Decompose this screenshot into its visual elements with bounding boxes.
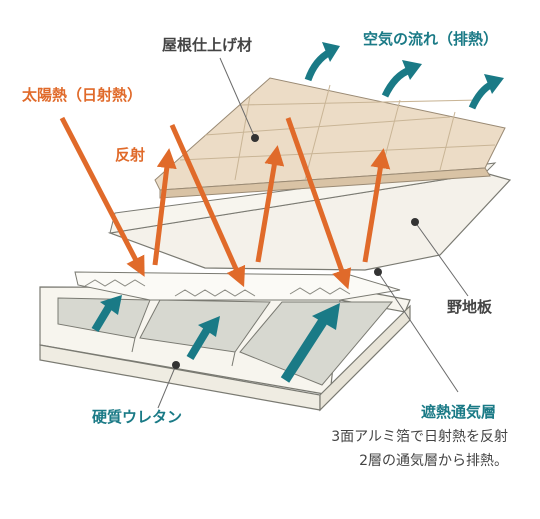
- solar-arrow-3: [285, 117, 352, 290]
- reflection-arrow-1: [152, 148, 177, 266]
- solar-arrow-2: [169, 123, 246, 288]
- airflow-arrows-lower: [91, 295, 340, 383]
- solar-heat-label: 太陽熱（日射熱）: [22, 86, 143, 104]
- exhaust-arrow-2: [381, 60, 422, 98]
- airflow-arrow-left: [91, 295, 122, 333]
- leader-lines: [157, 57, 469, 409]
- rigid-urethane-label: 硬質ウレタン: [92, 408, 183, 426]
- reflection-arrow-2: [255, 145, 285, 263]
- solar-arrow-1: [59, 116, 145, 277]
- roof-tiles: [154, 77, 506, 199]
- airflow-arrow-right: [280, 303, 340, 383]
- airflow-label: 空気の流れ（排熱）: [363, 30, 499, 48]
- roof-finish-label: 屋根仕上げ材: [162, 36, 253, 54]
- thermal-vent-layer-label: 遮熱通気層: [421, 403, 497, 421]
- exhaust-arrows-top: [304, 42, 504, 110]
- exhaust-arrow-1: [304, 42, 340, 82]
- note-line-1: 3面アルミ箔で日射熱を反射: [331, 429, 508, 445]
- sheathing-label: 野地板: [447, 298, 493, 316]
- exhaust-arrow-3: [468, 74, 504, 110]
- note-line-2: 2層の通気層から排熱。: [359, 453, 508, 469]
- reflection-arrow-3: [362, 148, 391, 263]
- solar-arrows: [59, 116, 391, 290]
- leader-dots: [172, 134, 419, 369]
- airflow-arrow-center: [186, 316, 220, 361]
- urethane-base-layer: [39, 286, 411, 412]
- reflection-label: 反射: [115, 146, 146, 164]
